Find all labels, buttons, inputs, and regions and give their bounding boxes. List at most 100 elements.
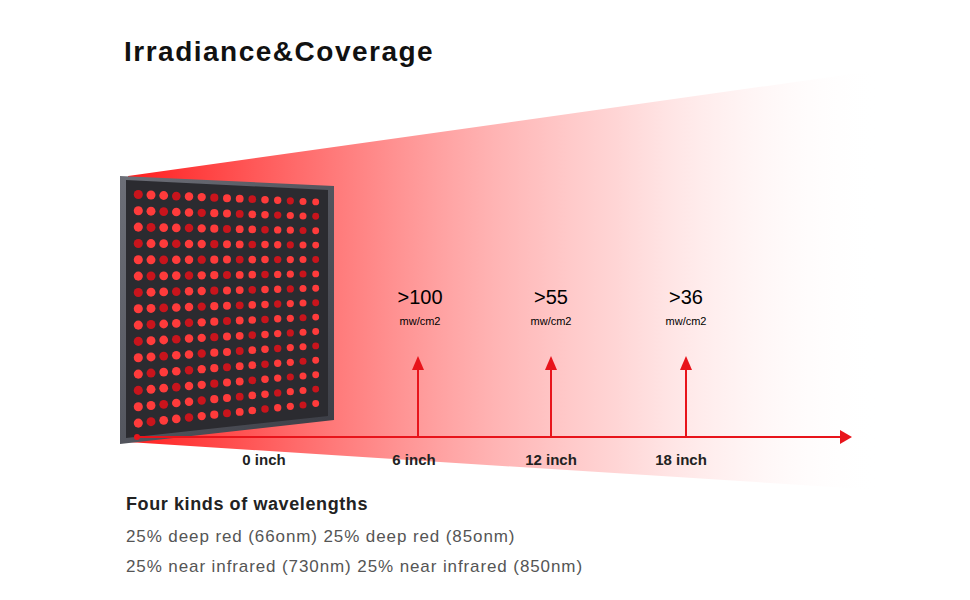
distance-label: 6 inch xyxy=(392,451,435,468)
led xyxy=(185,287,193,295)
led xyxy=(198,334,206,342)
led xyxy=(134,272,143,281)
led xyxy=(287,285,294,292)
led xyxy=(159,255,168,264)
led xyxy=(159,416,168,425)
led xyxy=(299,271,306,278)
led xyxy=(185,382,193,390)
led xyxy=(248,301,256,309)
led xyxy=(248,241,256,249)
led xyxy=(210,395,218,403)
led xyxy=(159,271,168,280)
led xyxy=(147,304,156,313)
led xyxy=(261,226,269,234)
led xyxy=(274,286,281,293)
led xyxy=(274,345,281,352)
led xyxy=(198,365,206,373)
led xyxy=(198,256,206,264)
irradiance-value: >55 xyxy=(534,286,568,309)
distance-label: 18 inch xyxy=(655,451,707,468)
led xyxy=(172,319,181,328)
led xyxy=(198,349,206,357)
led xyxy=(261,241,269,249)
led xyxy=(210,209,218,217)
led xyxy=(274,360,281,367)
led xyxy=(185,366,193,374)
led xyxy=(236,225,244,233)
led xyxy=(210,225,218,233)
led xyxy=(210,302,218,310)
led xyxy=(312,328,319,335)
led xyxy=(248,392,256,400)
led xyxy=(210,380,218,388)
led xyxy=(248,271,256,279)
led xyxy=(134,402,143,411)
led xyxy=(159,304,168,313)
led xyxy=(147,352,156,361)
irradiance-unit: mw/cm2 xyxy=(666,315,707,328)
led xyxy=(172,367,181,376)
led xyxy=(134,206,143,215)
led xyxy=(147,369,156,378)
led xyxy=(236,347,244,355)
led xyxy=(134,370,143,379)
led xyxy=(261,331,269,339)
led xyxy=(287,373,294,380)
led xyxy=(274,256,281,263)
led xyxy=(312,227,319,234)
led xyxy=(210,349,218,357)
led xyxy=(172,399,181,408)
led xyxy=(274,374,281,381)
led xyxy=(223,363,231,371)
led xyxy=(223,210,231,218)
led xyxy=(210,271,218,279)
led xyxy=(261,361,269,369)
led xyxy=(312,285,319,292)
led xyxy=(261,196,269,204)
measure-arrowhead xyxy=(545,356,557,370)
led xyxy=(299,358,306,365)
led xyxy=(236,362,244,370)
led xyxy=(287,388,294,395)
irradiance-unit: mw/cm2 xyxy=(400,315,441,328)
led xyxy=(299,372,306,379)
distance-label: 12 inch xyxy=(525,451,577,468)
led xyxy=(236,271,244,279)
led xyxy=(261,375,269,383)
led xyxy=(261,271,269,279)
led xyxy=(248,361,256,369)
led xyxy=(287,344,294,351)
led xyxy=(223,225,231,233)
measure-arrowhead xyxy=(412,356,424,370)
led xyxy=(236,393,244,401)
led xyxy=(248,226,256,234)
led xyxy=(312,342,319,349)
led xyxy=(147,385,156,394)
led xyxy=(236,301,244,309)
led xyxy=(172,239,181,248)
led xyxy=(134,239,143,248)
led xyxy=(223,194,231,202)
led-grid xyxy=(134,190,319,428)
led xyxy=(236,378,244,386)
led xyxy=(248,210,256,218)
led xyxy=(287,212,294,219)
led xyxy=(299,401,306,408)
led xyxy=(299,212,306,219)
led xyxy=(147,336,156,345)
led xyxy=(172,415,181,424)
led xyxy=(274,315,281,322)
led xyxy=(299,241,306,248)
led xyxy=(223,302,231,310)
led xyxy=(299,343,306,350)
led xyxy=(287,241,294,248)
led xyxy=(248,256,256,264)
led xyxy=(147,320,156,329)
led xyxy=(172,351,181,360)
led xyxy=(236,408,244,416)
led xyxy=(172,271,181,280)
measure-arrowhead xyxy=(680,356,692,370)
led xyxy=(198,318,206,326)
led xyxy=(185,303,193,311)
led-panel-face xyxy=(126,180,328,438)
